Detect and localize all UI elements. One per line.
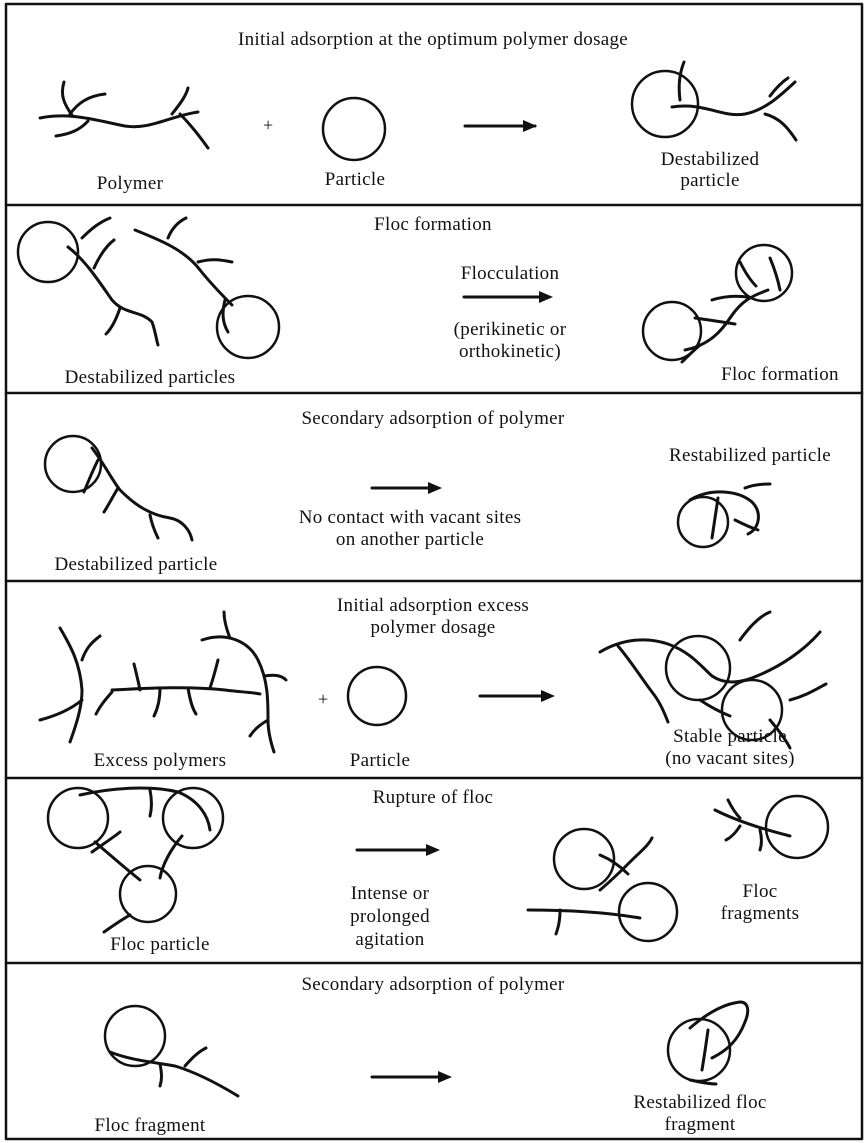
perikinetic-label: (perikinetic or xyxy=(400,318,620,341)
panel-1-title: Initial adsorption at the optimum polyme… xyxy=(0,28,866,51)
reaction-arrow xyxy=(465,120,537,132)
panel-4-title-2: polymer dosage xyxy=(0,616,866,639)
particle-label-2: Particle xyxy=(310,749,450,772)
panel-3-title: Secondary adsorption of polymer xyxy=(0,407,866,430)
floc-particle-label: Floc particle xyxy=(70,933,250,956)
floc-fragment-label: Floc fragment xyxy=(50,1114,250,1137)
no-contact-label-1: No contact with vacant sites xyxy=(250,506,570,529)
particle-label: Particle xyxy=(280,168,430,191)
prolonged-label: prolonged xyxy=(320,905,460,928)
destabilized-particles xyxy=(18,218,279,358)
restabilized-particle xyxy=(678,484,770,547)
floc-fragments-label-2: fragments xyxy=(690,902,830,925)
floc-formation-label: Floc formation xyxy=(690,363,866,386)
intense-label: Intense or xyxy=(320,882,460,905)
excess-polymers-label: Excess polymers xyxy=(60,749,260,772)
restabilized-floc-fragment xyxy=(668,1002,748,1084)
reaction-arrow-6 xyxy=(372,1071,452,1083)
rupture-arrow xyxy=(357,844,440,856)
destabilized-particles-label: Destabilized particles xyxy=(20,366,280,389)
panel-5-title: Rupture of floc xyxy=(0,786,866,809)
reaction-arrow-2 xyxy=(480,690,555,702)
floc-fragment-a xyxy=(528,829,677,941)
panel-6-title: Secondary adsorption of polymer xyxy=(0,973,866,996)
floc-fragment xyxy=(105,1006,238,1096)
plus-sign-1: + xyxy=(263,115,273,135)
plus-sign-2: + xyxy=(318,689,328,709)
destabilized-particle-label: Destabilized particle xyxy=(16,553,256,576)
particle xyxy=(323,98,385,160)
stable-particle-label-2: (no vacant sites) xyxy=(630,747,830,770)
panel-2-title: Floc formation xyxy=(0,213,866,236)
restabilized-particle-label: Restabilized particle xyxy=(630,444,866,467)
flocculation-label: Flocculation xyxy=(400,262,620,285)
restabilized-floc-label-1: Restabilized floc xyxy=(600,1091,800,1114)
polymer-label: Polymer xyxy=(50,172,210,195)
restabilized-floc-label-2: fragment xyxy=(600,1113,800,1136)
floc-formation xyxy=(643,245,792,362)
stable-particle-label-1: Stable particle xyxy=(630,725,830,748)
secondary-adsorption-arrow xyxy=(372,482,442,494)
destabilized-label-2: particle xyxy=(620,169,800,192)
floc-particle xyxy=(48,788,223,932)
polymer-chain xyxy=(40,82,208,148)
no-contact-label-2: on another particle xyxy=(250,528,570,551)
panel-4-title-1: Initial adsorption excess xyxy=(0,594,866,617)
agitation-label: agitation xyxy=(320,928,460,951)
particle-2 xyxy=(348,667,406,725)
flocculation-arrow xyxy=(464,291,553,303)
destabilized-particle xyxy=(632,62,796,140)
floc-fragments-label-1: Floc xyxy=(690,880,830,903)
destabilized-label-1: Destabilized xyxy=(620,148,800,171)
destabilized-particle-2 xyxy=(45,436,192,540)
orthokinetic-label: orthokinetic) xyxy=(400,340,620,363)
